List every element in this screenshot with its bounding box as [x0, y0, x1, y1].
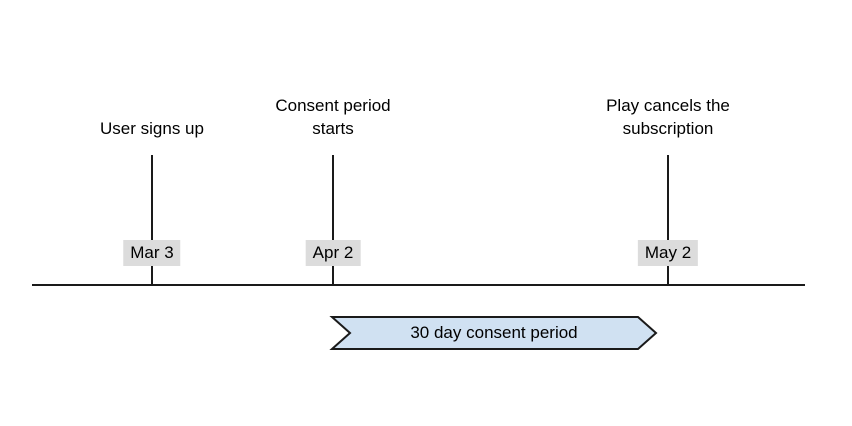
- event-tick: [151, 155, 153, 285]
- event-label: User signs up: [100, 119, 204, 138]
- event-label: Consent period starts: [275, 96, 391, 138]
- event-tick: [332, 155, 334, 285]
- event-date-chip: Apr 2: [305, 240, 361, 266]
- event-tick: [667, 155, 669, 285]
- consent-period-banner: 30 day consent period: [329, 316, 658, 350]
- timeline-axis: [32, 284, 805, 286]
- event-date-chip: Mar 3: [123, 240, 181, 266]
- event-label: Play cancels the subscription: [606, 96, 730, 138]
- banner-arrow-shape: [329, 316, 658, 350]
- event-date-chip: May 2: [637, 240, 699, 266]
- banner-polygon: [329, 316, 658, 350]
